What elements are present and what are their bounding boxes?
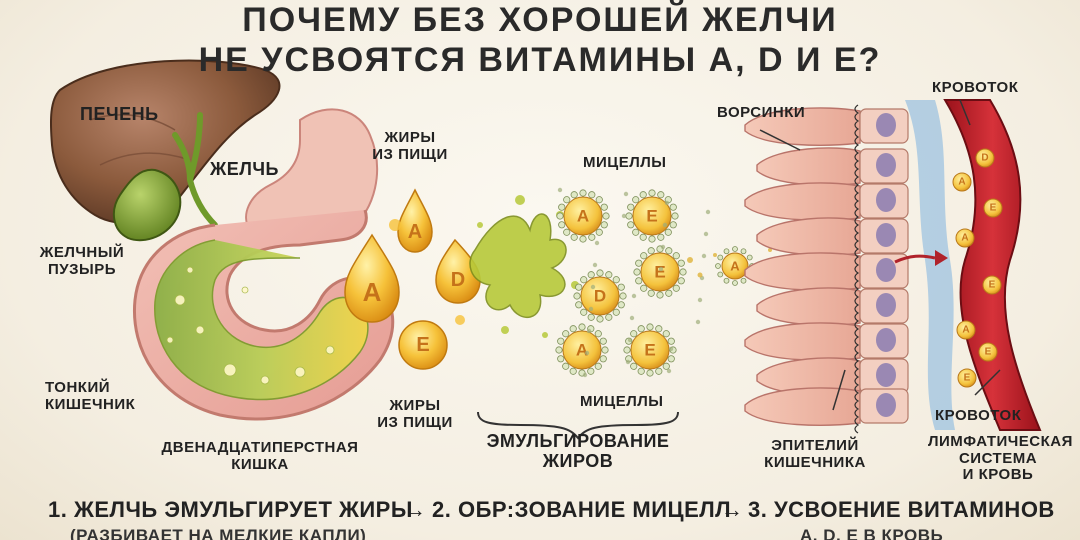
vitamin-a-label: A — [408, 221, 422, 243]
bile-duct — [172, 112, 218, 228]
villi-cells — [744, 107, 909, 426]
vitamin-e-label: E — [985, 347, 992, 358]
label-bile: Желчь — [210, 159, 279, 179]
lymph-tissue — [905, 100, 955, 430]
vitamin-e-label: E — [990, 203, 997, 214]
vitamin-a-label: A — [730, 259, 740, 274]
cell-nucleus — [876, 153, 896, 177]
vitamin-a-label: A — [958, 177, 965, 188]
arrow-right-icon: → — [721, 497, 744, 522]
villus — [756, 147, 861, 186]
vitamin-d-label: D — [451, 269, 465, 291]
vitamin-a-label: A — [577, 207, 589, 226]
label-dietary-fats-bottom: Жирыиз пищи — [377, 397, 453, 431]
emulsification-brace — [477, 411, 679, 440]
gallbladder-shape — [112, 168, 182, 242]
label-gallbladder: Желчныйпузырь — [39, 244, 125, 278]
vitamin-e-label: E — [646, 207, 657, 226]
blood-vitamins: D A E A E A E E — [952, 148, 1003, 388]
villus — [756, 287, 861, 326]
fat-droplets — [344, 188, 481, 370]
label-micelles-top: Мицеллы — [583, 154, 667, 171]
label-epithelium: Эпителийкишечника — [764, 437, 866, 471]
label-dietary-fats-top: Жирыиз пищи — [372, 129, 448, 163]
micelle-icon: A — [555, 323, 609, 377]
page-title-line-1: Почему без хорошей желчи — [242, 1, 838, 39]
micelle-icon: E — [623, 323, 677, 377]
micelle-icon: D — [573, 269, 627, 323]
cell-nucleus — [876, 393, 896, 417]
vitamin-a-label: A — [961, 233, 968, 244]
label-bloodstream-top: Кровоток — [932, 79, 1019, 96]
micelle-icon: A — [715, 246, 755, 286]
vitamin-e-label: E — [644, 341, 655, 360]
label-liver: Печень — [80, 104, 159, 124]
step-1-sub: (разбивает на мелкие капли) — [70, 526, 367, 540]
step-3: 3. Усвоение витаминов — [748, 497, 1055, 522]
vitamin-a-label: A — [576, 341, 588, 360]
vitamin-drop-icon: D — [975, 148, 995, 168]
vitamin-e-label: E — [989, 280, 996, 291]
cell-nucleus — [876, 293, 896, 317]
liver-shape — [50, 59, 281, 224]
step-1: 1. Желчь эмульгирует жиры — [48, 497, 413, 522]
vitamin-drop-icon: E — [957, 368, 977, 388]
label-emulsification: Эмульгированиежиров — [486, 431, 670, 471]
step-2: 2. Обр:зование мицелл — [432, 497, 732, 522]
vitamin-drop-icon: E — [978, 342, 998, 362]
villus — [744, 252, 861, 291]
vitamin-drop-icon: E — [982, 275, 1002, 295]
cell-nucleus — [876, 328, 896, 352]
vitamin-drop-icon: E — [983, 198, 1003, 218]
vitamin-a-label: A — [962, 325, 969, 336]
micelle-icon: E — [633, 245, 687, 299]
arrow-right-icon — [894, 254, 936, 264]
vitamin-e-label: E — [654, 263, 665, 282]
duodenum-lumen — [154, 239, 369, 401]
villus — [744, 387, 861, 426]
page-title-line-2: не усвоятся витамины A, D и E? — [198, 41, 882, 79]
cell-nucleus — [876, 258, 896, 282]
micelle-icon: E — [625, 189, 679, 243]
label-duodenum: Двенадцатиперстнаякишка — [161, 439, 359, 473]
vitamin-d-label: D — [981, 153, 988, 164]
villus — [756, 217, 861, 256]
label-villi: Ворсинки — [717, 104, 806, 121]
cell-nucleus — [876, 223, 896, 247]
vitamin-a-label: A — [363, 277, 382, 307]
label-micelles-bottom: Мицеллы — [580, 393, 664, 410]
bile-splash — [469, 213, 567, 319]
vitamin-e-label: E — [416, 334, 429, 356]
label-lymph-blood: Лимфатическаясистемаи кровь — [928, 433, 1073, 483]
cell-nucleus — [876, 363, 896, 387]
label-small-intestine: Тонкийкишечник — [45, 379, 136, 413]
label-bloodstream-bottom: Кровоток — [935, 407, 1022, 424]
arrow-right-icon: → — [404, 497, 427, 522]
vitamin-e-label: E — [964, 373, 971, 384]
vitamin-d-label: D — [594, 287, 606, 306]
vitamin-drop-icon: A — [952, 172, 972, 192]
step-3-sub: A, D, E в кровь — [800, 526, 944, 540]
vitamin-drop-icon: A — [956, 320, 976, 340]
micelle-icon: A — [556, 189, 610, 243]
cell-nucleus — [876, 188, 896, 212]
vitamin-drop-icon: A — [955, 228, 975, 248]
cell-nucleus — [876, 113, 896, 137]
villus — [744, 322, 861, 361]
brush-border — [854, 104, 860, 434]
villus — [744, 182, 861, 221]
blood-vessel — [943, 99, 1042, 431]
